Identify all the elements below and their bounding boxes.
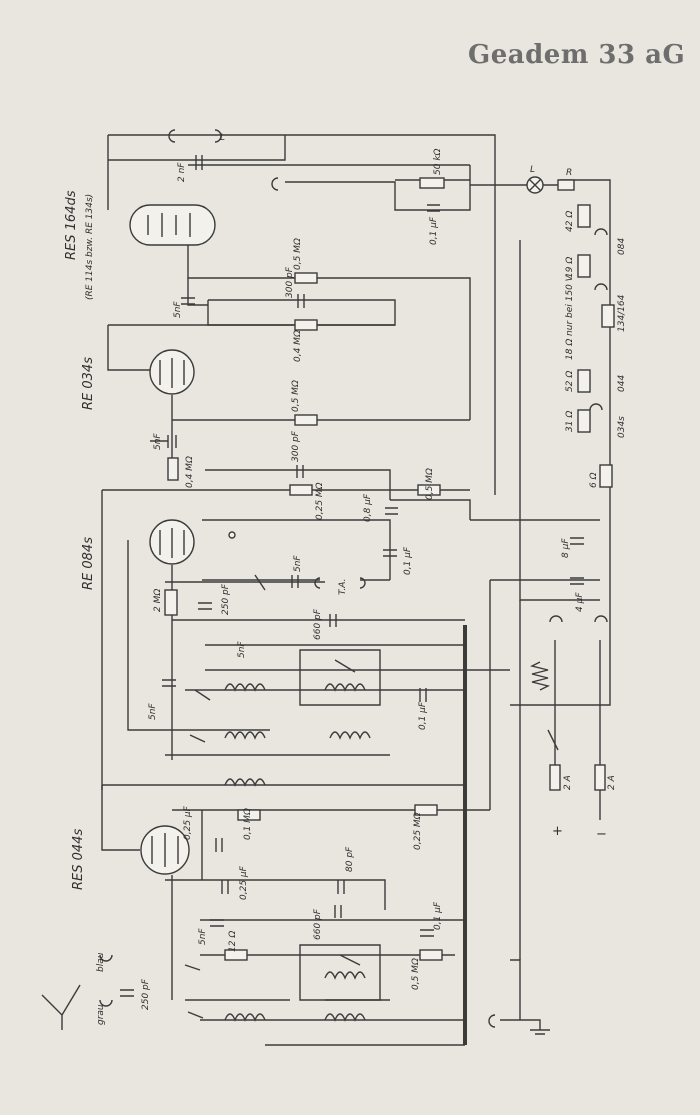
- label-c-5nf-b: 5nF: [153, 433, 163, 450]
- label-c-5nf-c: 5nF: [293, 555, 303, 572]
- tube-res044s: [140, 825, 190, 875]
- label-lamp-r: R: [566, 168, 572, 178]
- tube-label-re084s: RE 084s: [81, 537, 96, 590]
- label-c-01uf-d: 0,1 µF: [433, 901, 443, 930]
- label-c-5nf-e: 5nF: [148, 703, 158, 720]
- label-c-08uf: 0,8 µF: [363, 493, 373, 522]
- label-c-250pf-b: 250 pF: [141, 978, 151, 1010]
- label-r-19: 19 Ω: [565, 257, 575, 278]
- label-plus: +: [552, 824, 563, 839]
- schematic-title: Geadem 33 aG: [468, 40, 686, 70]
- label-c-300pf-a: 300 pF: [285, 266, 295, 298]
- label-r-12: 12 Ω: [228, 931, 238, 952]
- label-fuse-2a-b: 2 A: [607, 775, 617, 790]
- capacitors: [120, 155, 584, 997]
- tube-re034s: [149, 349, 195, 395]
- label-r-134-164: 134/164: [617, 294, 627, 332]
- tube-label-res164ds-alt: (RE 114s bzw. RE 134s): [85, 194, 95, 300]
- label-c-5nf-a: 5nF: [173, 301, 183, 318]
- label-r-04m-a: 0,4 MΩ: [293, 330, 303, 362]
- pilot-lamp-icon: [526, 176, 544, 194]
- tube-label-res164ds: RES 164ds: [64, 190, 79, 260]
- label-r-05m-c: 0,5 MΩ: [425, 468, 435, 500]
- resistors: [164, 177, 615, 961]
- label-c-2nf: 2 nF: [177, 162, 187, 182]
- label-c-4uf: 4 µF: [575, 592, 585, 612]
- label-r-31: 31 Ω: [565, 411, 575, 432]
- ground-icon: [488, 1014, 550, 1035]
- tube-res164ds: [129, 204, 216, 246]
- label-r-01m: 0,1 MΩ: [243, 808, 253, 840]
- label-tube-034: 034s: [617, 416, 627, 438]
- label-c-5nf-f: 5nF: [198, 928, 208, 945]
- label-c-01uf-b: 0,1 µF: [403, 546, 413, 575]
- label-r-50k: 50 kΩ: [433, 148, 443, 175]
- label-tube-084: 084: [617, 238, 627, 255]
- label-r-2m: 2 MΩ: [153, 589, 163, 612]
- label-c-660pf-a: 660 pF: [313, 608, 323, 640]
- antenna-icon: [41, 984, 81, 1030]
- label-c-80pf: 80 pF: [345, 846, 355, 872]
- label-fuse-2a-a: 2 A: [563, 775, 573, 790]
- label-c-8uf: 8 µF: [561, 538, 571, 558]
- label-minus: −: [596, 827, 607, 842]
- coils: [224, 649, 551, 1022]
- label-r-05m-b: 0,5 MΩ: [291, 380, 301, 412]
- switches: [184, 531, 559, 1019]
- label-tube-044: 044: [617, 375, 627, 392]
- label-r-025m-a: 0,25 MΩ: [315, 482, 325, 520]
- lamp-resistor: [557, 179, 575, 191]
- label-c-025uf-b: 0,25 µF: [239, 865, 249, 900]
- tube-re084s: [149, 519, 195, 565]
- label-c-5nf-d: 5nF: [237, 641, 247, 658]
- tube-label-res044s: RES 044s: [71, 829, 86, 890]
- label-r-52: 52 Ω: [565, 371, 575, 392]
- label-r-6: 6 Ω: [589, 472, 599, 488]
- label-r-025m-b: 0,25 MΩ: [413, 812, 423, 850]
- label-ta: T.A.: [338, 579, 348, 595]
- label-r-05m-a: 0,5 MΩ: [293, 238, 303, 270]
- label-coil-l: L: [220, 133, 225, 143]
- label-r-18: 18 Ω nur bei 150 V: [565, 274, 575, 360]
- label-c-660pf-b: 660 pF: [313, 908, 323, 940]
- wiring: [101, 134, 611, 1046]
- label-c-300pf-b: 300 pF: [291, 430, 301, 462]
- label-r-05m-d: 0,5 MΩ: [411, 958, 421, 990]
- label-blau: blau: [96, 952, 106, 972]
- tube-label-re034s: RE 034s: [81, 357, 96, 410]
- label-r-42: 42 Ω: [565, 211, 575, 232]
- component-labels: L L R 2 nF 50 kΩ 0,1 µF 5nF 0,5 MΩ 300 p…: [96, 133, 627, 1025]
- label-c-025uf-a: 0,25 µF: [183, 805, 193, 840]
- label-c-250pf-a: 250 pF: [221, 583, 231, 615]
- sockets: [99, 129, 608, 1007]
- label-grau: grau: [96, 1004, 106, 1025]
- label-c-01uf-top: 0,1 µF: [429, 216, 439, 245]
- fuses: [549, 764, 606, 791]
- label-r-04m-b: 0,4 MΩ: [185, 456, 195, 488]
- label-lamp-l: L: [530, 165, 535, 175]
- label-c-01uf-c: 0,1 µF: [418, 701, 428, 730]
